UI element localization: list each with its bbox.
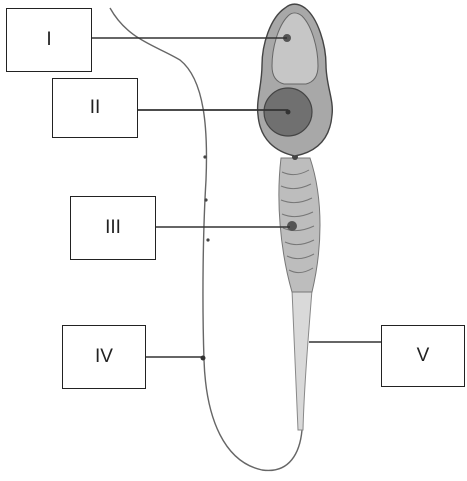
label-text-4: IV: [95, 346, 113, 368]
midpiece: [279, 158, 320, 292]
label-text-3: III: [105, 217, 121, 239]
label-box-4: IV: [62, 325, 146, 389]
tail-dot: [204, 198, 207, 201]
label-box-2: II: [52, 78, 138, 138]
label-text-1: I: [46, 29, 51, 51]
label-text-5: V: [417, 345, 430, 367]
principal-piece: [292, 290, 312, 430]
label-box-1: I: [6, 8, 92, 72]
label-box-5: V: [381, 325, 465, 387]
centriole: [287, 221, 297, 231]
label-box-3: III: [70, 196, 156, 260]
tail-dot: [203, 155, 206, 158]
label-text-2: II: [90, 97, 101, 119]
tail-dot: [206, 238, 209, 241]
